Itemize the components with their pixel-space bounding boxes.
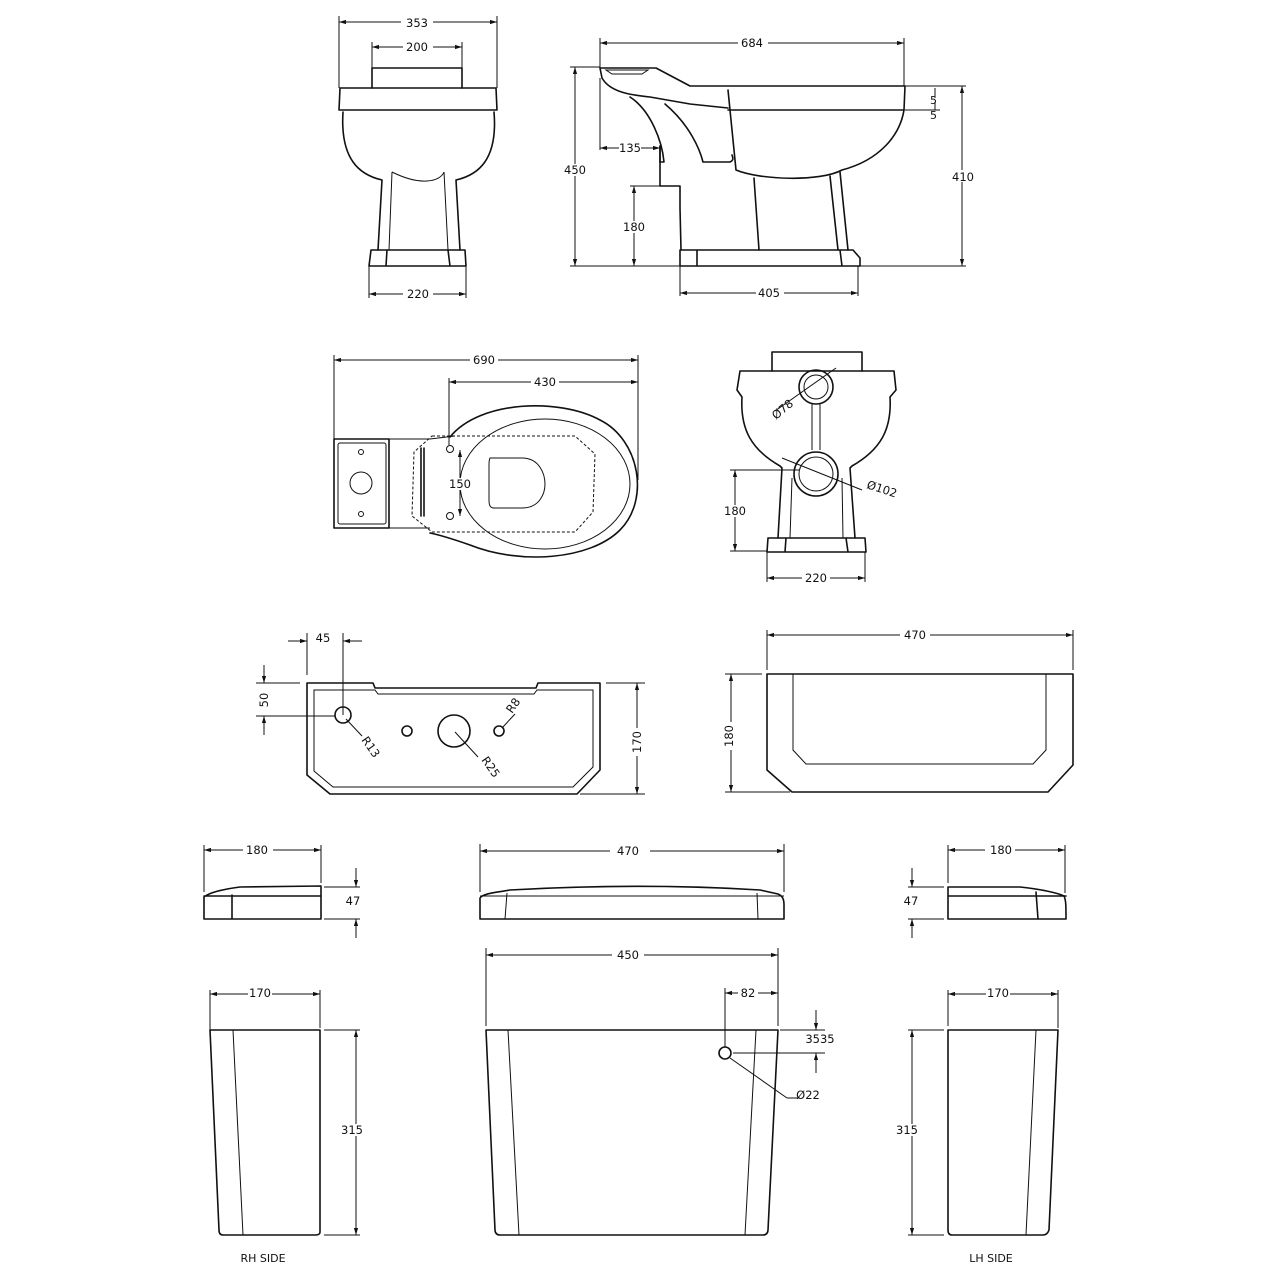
dim-base-width: 220 bbox=[407, 287, 429, 301]
dim-cistern-width: 450 bbox=[617, 948, 639, 962]
base-plinth bbox=[368, 249, 467, 267]
dim-inlet-diameter-22: Ø22 bbox=[796, 1088, 820, 1102]
dim-inlet-offset: 82 bbox=[741, 986, 756, 1000]
dim-lid-rh-depth: 180 bbox=[246, 843, 268, 857]
cistern-rh-side-view: 170 315 RH SIDE bbox=[209, 986, 368, 1265]
cistern-front-view: 450 82 3535 Ø22 bbox=[485, 948, 835, 1236]
dim-offset-x: 45 bbox=[316, 631, 331, 645]
dim-radius-fixing: R8 bbox=[503, 695, 523, 716]
dim-overall-width: 353 bbox=[406, 16, 428, 30]
pedestal bbox=[388, 171, 449, 251]
base-plinth bbox=[766, 537, 867, 553]
inlet-block bbox=[771, 351, 863, 372]
dim-outlet-offset: 135 bbox=[619, 141, 641, 155]
cistern-lh-outline bbox=[947, 1029, 1059, 1236]
base bbox=[679, 249, 861, 267]
cistern-plan-outline bbox=[766, 673, 1074, 793]
dim-rim-height: 410 bbox=[952, 170, 974, 184]
flush-hole-r25 bbox=[437, 714, 471, 748]
outlet-step bbox=[659, 145, 682, 251]
dim-fixing-centres: 150 bbox=[449, 477, 471, 491]
pan-rim-hidden bbox=[411, 435, 596, 533]
dim-inlet-width: 200 bbox=[406, 40, 428, 54]
dim-radius-inlet: R13 bbox=[359, 734, 383, 761]
pedestal bbox=[753, 171, 849, 251]
dim-pan-length: 684 bbox=[741, 36, 763, 50]
lid-front-view: 470 bbox=[479, 844, 785, 920]
dim-lid-lh-depth: 180 bbox=[990, 843, 1012, 857]
dim-lh-height: 315 bbox=[896, 1123, 918, 1137]
cistern-lh-side-view: 170 315 LH SIDE bbox=[896, 986, 1059, 1265]
cistern-outline bbox=[333, 438, 390, 529]
lid-rh-view: 180 47 bbox=[203, 843, 361, 938]
dim-plan-length: 690 bbox=[473, 353, 495, 367]
dim-radius-flush: R25 bbox=[479, 754, 503, 781]
bowl-opening bbox=[488, 457, 546, 509]
pan-side-view: 684 450 410 5 5 135 180 405 bbox=[564, 36, 976, 300]
rim bbox=[338, 87, 498, 111]
dim-lid-rh-height: 47 bbox=[346, 894, 361, 908]
rh-side-label: RH SIDE bbox=[240, 1252, 285, 1265]
fixing-hole-r8 bbox=[493, 725, 505, 737]
lid-front-outline bbox=[479, 885, 785, 920]
dim-rh-depth: 170 bbox=[249, 986, 271, 1000]
bowl-profile bbox=[727, 89, 905, 180]
dim-seat-length: 430 bbox=[534, 375, 556, 389]
dim-inlet-drop: 3535 bbox=[805, 1032, 834, 1046]
lh-side-label: LH SIDE bbox=[969, 1252, 1013, 1265]
cistern-base-outline bbox=[306, 682, 601, 795]
dim-lid-width: 470 bbox=[617, 844, 639, 858]
dim-outlet-height-rear: 180 bbox=[724, 504, 746, 518]
bowl-outline bbox=[736, 370, 897, 539]
small-hole bbox=[401, 725, 413, 737]
dim-rim-lower: 5 bbox=[930, 109, 937, 122]
inlet-78 bbox=[803, 374, 829, 400]
pan-top-profile bbox=[599, 67, 906, 111]
dim-overall-height: 450 bbox=[564, 163, 586, 177]
seat-fixing-hole bbox=[446, 512, 454, 520]
cistern-front-outline bbox=[485, 1029, 779, 1236]
dim-plan-width: 470 bbox=[904, 628, 926, 642]
dim-outlet-height: 180 bbox=[623, 220, 645, 234]
dim-outlet-diameter: Ø102 bbox=[865, 478, 899, 501]
seat-fixing-hole bbox=[446, 445, 454, 453]
dim-offset-y: 50 bbox=[257, 693, 271, 708]
cistern-plan-view: 470 180 bbox=[722, 628, 1074, 793]
inlet-hole-22 bbox=[718, 1046, 732, 1060]
lid-lh-outline bbox=[947, 886, 1067, 920]
trapway bbox=[629, 96, 734, 163]
dim-base-length: 405 bbox=[758, 286, 780, 300]
lid-rh-outline bbox=[203, 885, 322, 920]
dim-lh-depth: 170 bbox=[987, 986, 1009, 1000]
pan-plan-view: 690 430 150 bbox=[333, 353, 639, 558]
pan-rear-view: Ø78 Ø102 180 220 bbox=[723, 351, 899, 585]
dim-rh-height: 315 bbox=[341, 1123, 363, 1137]
dim-rim-upper: 5 bbox=[930, 94, 937, 107]
dim-inlet-diameter: Ø78 bbox=[769, 396, 796, 422]
seat-outer bbox=[429, 405, 639, 558]
dim-plan-depth: 180 bbox=[722, 725, 736, 747]
dim-lid-lh-height: 47 bbox=[904, 894, 919, 908]
bowl bbox=[341, 111, 496, 251]
inlet-block bbox=[371, 67, 463, 89]
dim-rear-base-width: 220 bbox=[805, 571, 827, 585]
cistern-base-view: R13 R25 R8 45 50 170 bbox=[256, 631, 645, 795]
pan-front-view: 353 200 220 bbox=[338, 16, 498, 301]
seat-hinge bbox=[604, 69, 650, 75]
lid-lh-view: 180 47 bbox=[904, 843, 1067, 938]
cistern-rh-outline bbox=[209, 1029, 321, 1236]
outlet-102 bbox=[798, 456, 834, 492]
dim-cistern-depth: 170 bbox=[630, 731, 644, 753]
